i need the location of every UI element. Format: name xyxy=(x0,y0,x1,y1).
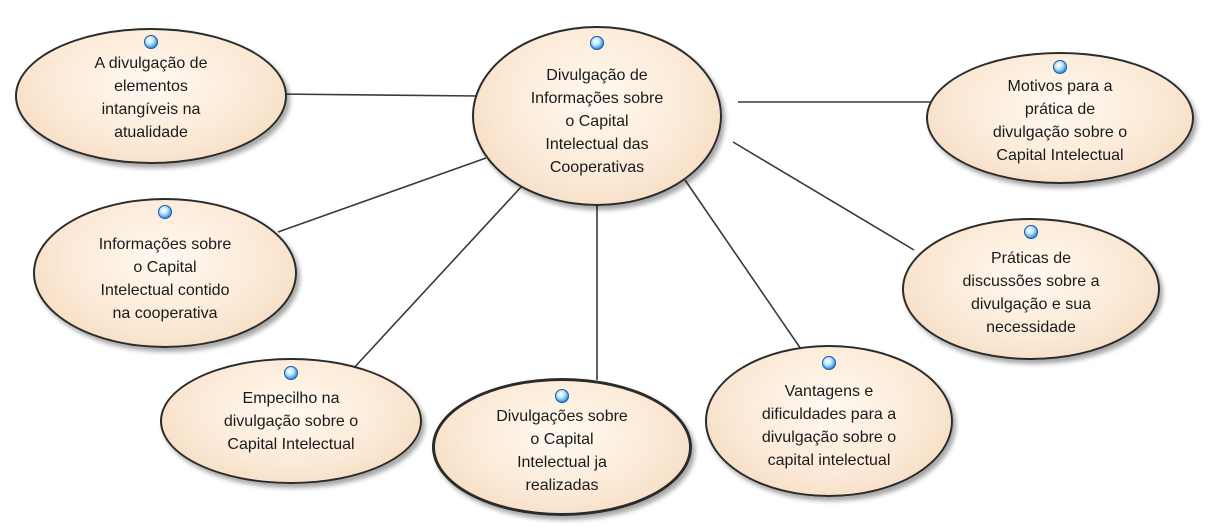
topic-label: Práticas de discussões sobre a divulgaçã… xyxy=(962,250,1100,336)
topic-bubble-icon xyxy=(1053,60,1067,74)
topic-bubble-icon xyxy=(555,389,569,403)
topic-node-informacoes-capital[interactable]: Informações sobre o Capital Intelectual … xyxy=(33,198,297,348)
topic-label: A divulgação de elementos intangíveis na… xyxy=(94,55,208,141)
topic-node-motivos[interactable]: Motivos para a prática de divulgação sob… xyxy=(926,52,1194,184)
topic-bubble-icon xyxy=(144,35,158,49)
topic-bubble-icon xyxy=(590,36,604,50)
topic-bubble-icon xyxy=(158,205,172,219)
topic-label: Vantagens e dificuldades para a divulgaç… xyxy=(761,383,897,469)
topic-node-empecilho[interactable]: Empecilho na divulgação sobre o Capital … xyxy=(160,358,422,484)
topic-bubble-icon xyxy=(284,366,298,380)
topic-label: Informações sobre o Capital Intelectual … xyxy=(98,236,232,322)
topic-bubble-icon xyxy=(1024,225,1038,239)
connector-center-n6 xyxy=(732,141,915,251)
connector-center-n2 xyxy=(277,157,487,233)
connector-center-n5 xyxy=(684,179,804,353)
topic-node-praticas-discussoes[interactable]: Práticas de discussões sobre a divulgaçã… xyxy=(902,218,1160,360)
topic-label: Divulgações sobre o Capital Intelectual … xyxy=(496,408,628,494)
topic-node-divulgacoes-realizadas[interactable]: Divulgações sobre o Capital Intelectual … xyxy=(432,378,692,516)
topic-node-vantagens-dificuldades[interactable]: Vantagens e dificuldades para a divulgaç… xyxy=(705,345,953,497)
connector-center-n3 xyxy=(351,185,523,371)
central-topic-node[interactable]: Divulgação de Informações sobre o Capita… xyxy=(472,26,722,206)
central-topic-label: Divulgação de Informações sobre o Capita… xyxy=(530,66,664,176)
topic-label: Motivos para a prática de divulgação sob… xyxy=(992,78,1128,164)
connector-center-n1 xyxy=(274,93,481,97)
topic-node-divulgacao-intangiveis[interactable]: A divulgação de elementos intangíveis na… xyxy=(15,28,287,164)
topic-bubble-icon xyxy=(822,356,836,370)
topic-label: Empecilho na divulgação sobre o Capital … xyxy=(223,389,359,453)
